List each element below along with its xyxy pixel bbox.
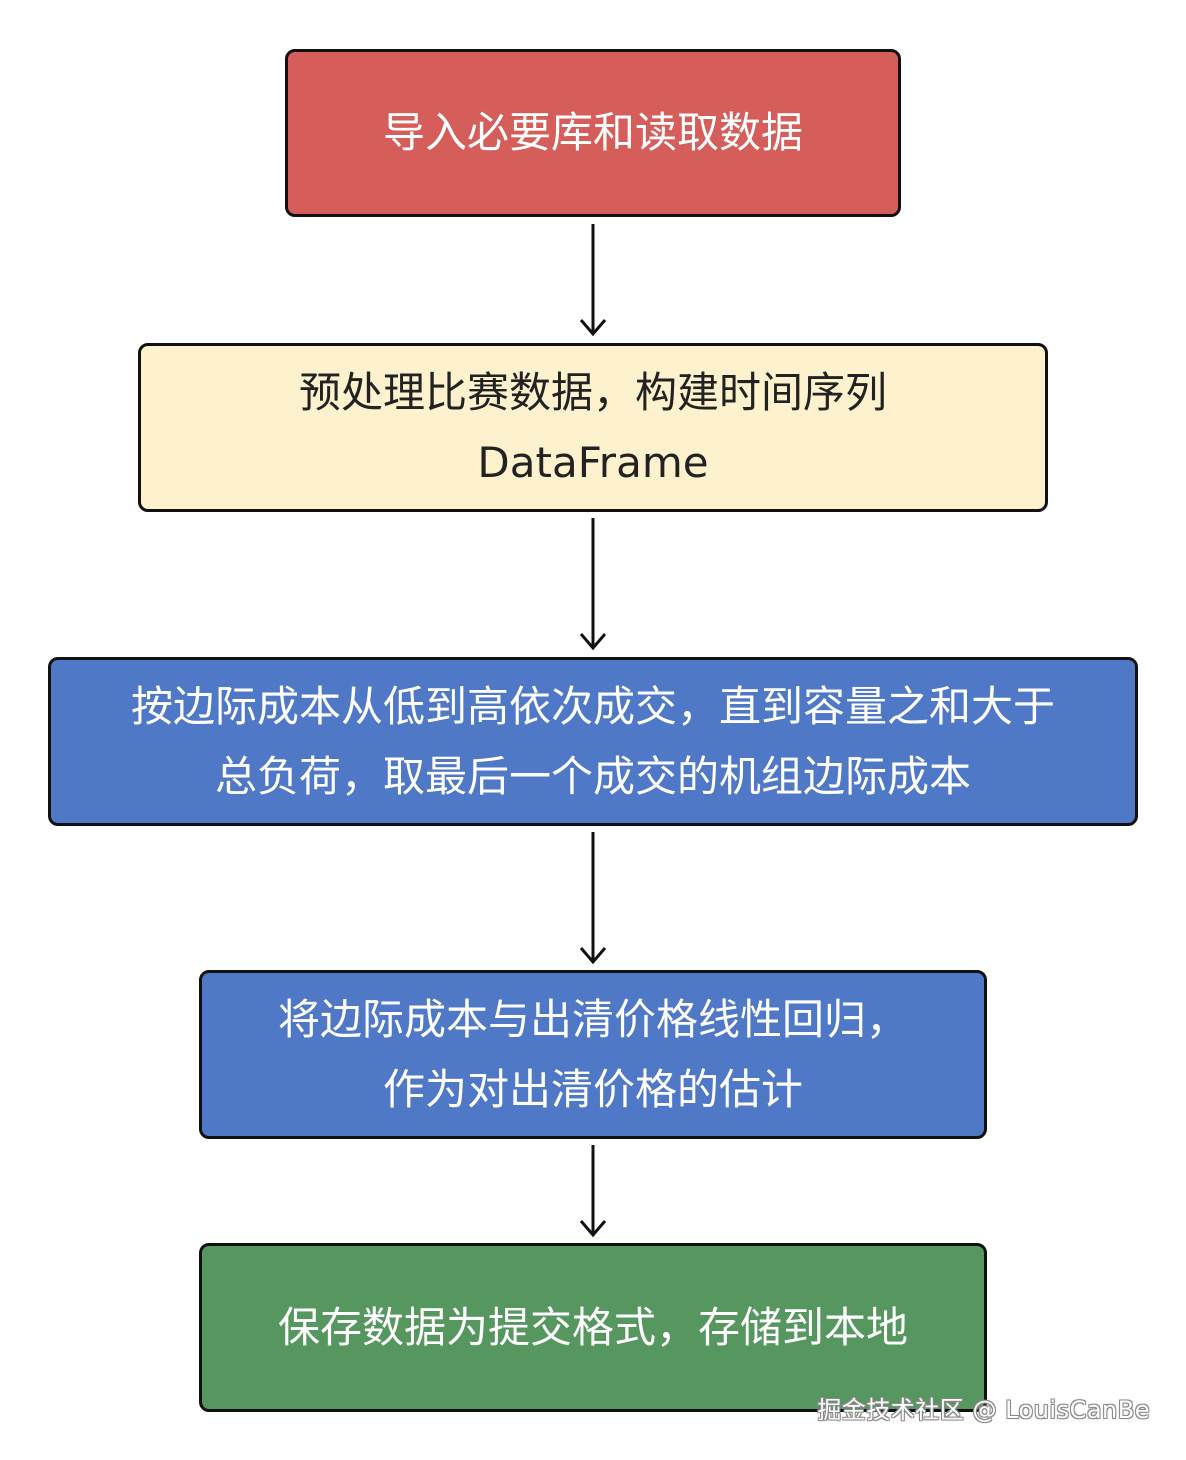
watermark-text: 掘金技术社区 @ LouisCanBe [817,1396,1150,1424]
flow-step-5-text-line-1: 保存数据为提交格式，存储到本地 [277,1302,908,1352]
flow-step-3-text-line-1: 按边际成本从低到高依次成交，直到容量之和大于 [130,681,1055,731]
flow-step-1: 导入必要库和读取数据 [285,49,901,217]
flow-step-5: 保存数据为提交格式，存储到本地 [199,1243,987,1412]
flow-step-3-text-line-2: 总负荷，取最后一个成交的机组边际成本 [214,751,971,801]
flow-step-2-text-line-1: 预处理比赛数据，构建时间序列 [298,367,887,417]
flow-step-4: 将边际成本与出清价格线性回归， 作为对出清价格的估计 [199,970,987,1139]
flow-step-2: 预处理比赛数据，构建时间序列 DataFrame [138,343,1048,512]
flow-arrow-3-to-4 [579,832,607,965]
flow-step-3: 按边际成本从低到高依次成交，直到容量之和大于 总负荷，取最后一个成交的机组边际成… [48,657,1138,826]
flow-arrow-2-to-3 [579,518,607,651]
flow-arrow-4-to-5 [579,1145,607,1238]
flow-step-1-text-line-1: 导入必要库和读取数据 [382,108,803,157]
flow-step-4-text-line-1: 将边际成本与出清价格线性回归， [277,994,908,1044]
flow-arrow-1-to-2 [579,224,607,337]
flow-step-2-text-line-2: DataFrame [477,437,709,487]
flow-step-4-text-line-2: 作为对出清价格的估计 [382,1064,803,1114]
